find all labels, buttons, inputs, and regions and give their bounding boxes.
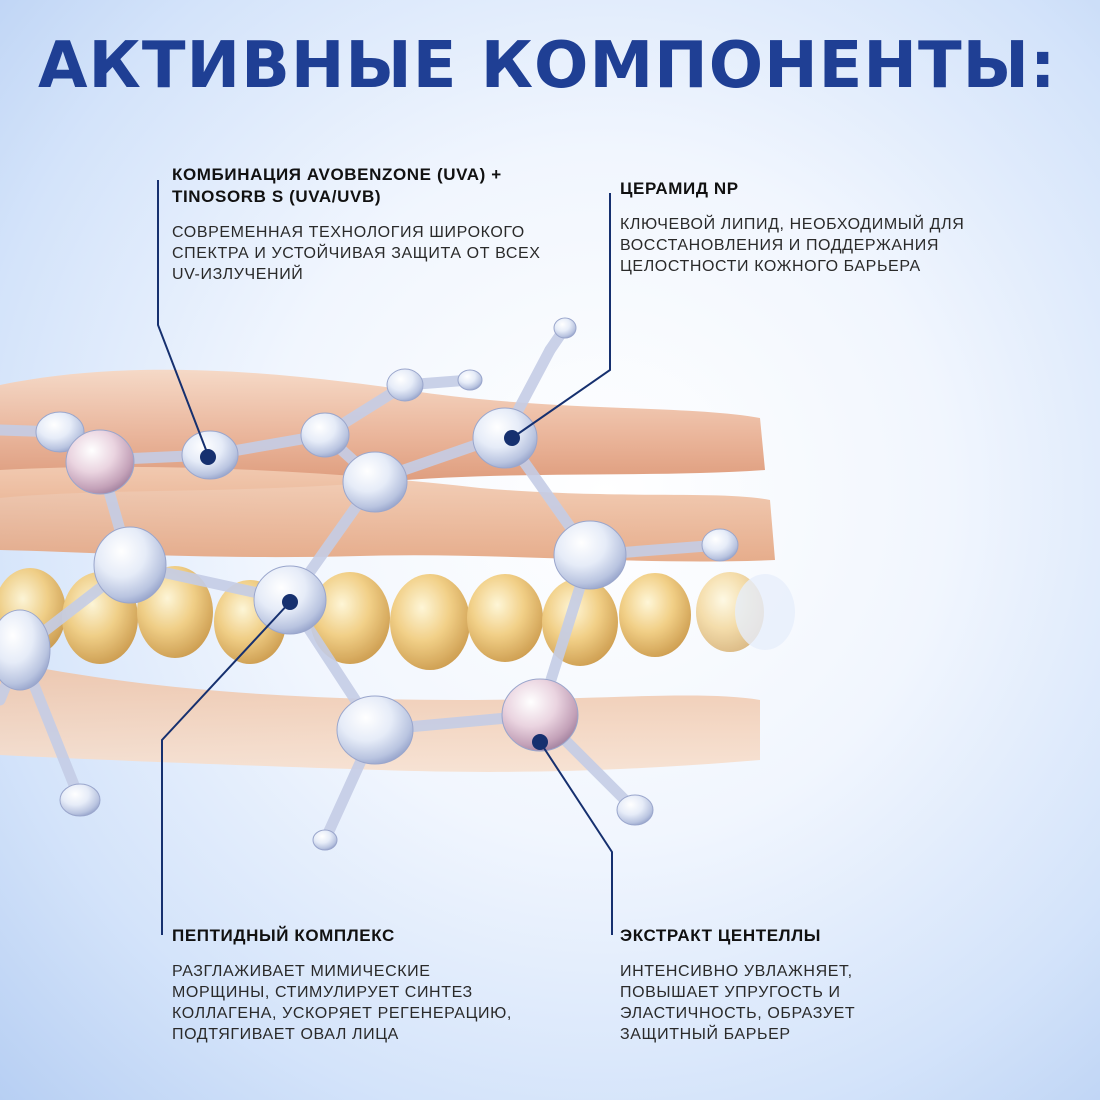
marker-dot-peptide <box>282 594 298 610</box>
component-avobenzone: КОМБИНАЦИЯ AVOBENZONE (UVA) + TINOSORB S… <box>172 164 572 285</box>
component-description: КЛЮЧЕВОЙ ЛИПИД, НЕОБХОДИМЫЙ ДЛЯ ВОССТАНО… <box>620 216 965 275</box>
component-description: ИНТЕНСИВНО УВЛАЖНЯЕТ, ПОВЫШАЕТ УПРУГОСТЬ… <box>620 963 856 1043</box>
leader-line-avobenzone <box>157 180 209 456</box>
leader-lines <box>157 180 613 935</box>
marker-dot-ceramide <box>504 430 520 446</box>
marker-dot-avobenzone <box>200 449 216 465</box>
leader-line-peptide <box>161 601 291 935</box>
component-title: ПЕПТИДНЫЙ КОМПЛЕКС <box>172 926 395 945</box>
marker-dot-centella <box>532 734 548 750</box>
page-title: АКТИВНЫЕ КОМПОНЕНТЫ: <box>38 29 1057 103</box>
component-ceramide: ЦЕРАМИД NP КЛЮЧЕВОЙ ЛИПИД, НЕОБХОДИМЫЙ Д… <box>620 178 980 277</box>
component-description: РАЗГЛАЖИВАЕТ МИМИЧЕСКИЕ МОРЩИНЫ, СТИМУЛИ… <box>172 963 512 1043</box>
leader-dots <box>200 430 548 750</box>
component-centella: ЭКСТРАКТ ЦЕНТЕЛЛЫ ИНТЕНСИВНО УВЛАЖНЯЕТ, … <box>620 925 940 1045</box>
leader-line-ceramide <box>511 193 611 439</box>
leader-line-centella <box>539 741 613 935</box>
molecule-atoms <box>0 317 739 851</box>
component-title: ЭКСТРАКТ ЦЕНТЕЛЛЫ <box>620 926 821 945</box>
component-title: ЦЕРАМИД NP <box>620 179 739 198</box>
component-description: СОВРЕМЕННАЯ ТЕХНОЛОГИЯ ШИРОКОГО СПЕКТРА … <box>172 224 541 283</box>
component-peptide: ПЕПТИДНЫЙ КОМПЛЕКС РАЗГЛАЖИВАЕТ МИМИЧЕСК… <box>172 925 532 1045</box>
component-title: КОМБИНАЦИЯ AVOBENZONE (UVA) + TINOSORB S… <box>172 165 502 206</box>
